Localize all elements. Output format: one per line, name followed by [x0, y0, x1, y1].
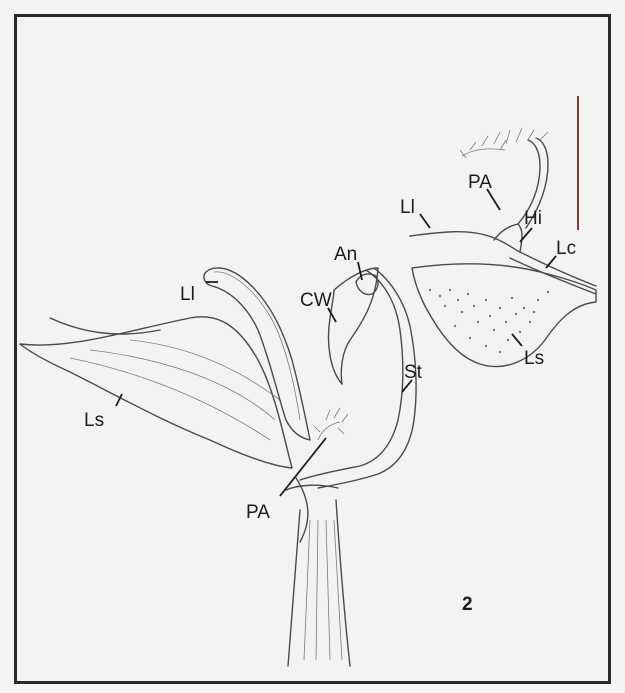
leader-Ll-inset	[420, 214, 430, 228]
label-CW: CW	[300, 290, 332, 311]
label-Lc: Lc	[556, 238, 576, 259]
label-An: An	[334, 244, 357, 265]
main-lateral-sepal-tip	[50, 318, 160, 334]
figure-number: 2	[462, 594, 473, 615]
label-Ll-inset: Ll	[400, 197, 415, 218]
main-pedicel-ribs	[304, 520, 342, 660]
label-Ls-main: Ls	[84, 410, 104, 431]
inset-lateral-sepal	[412, 264, 596, 367]
main-papillae	[314, 408, 348, 440]
label-PA-main: PA	[246, 502, 270, 523]
label-Hi: Hi	[524, 208, 542, 229]
leader-Ls-inset	[512, 334, 522, 346]
inset-stippling	[429, 289, 549, 353]
inset-hinge	[494, 224, 522, 252]
inset-lip	[410, 232, 520, 252]
inset-papillae	[460, 128, 548, 158]
label-Ls-inset: Ls	[524, 348, 544, 369]
main-lip	[204, 268, 310, 440]
main-column-wing	[329, 268, 379, 384]
main-lateral-sepal	[20, 317, 292, 468]
main-base-ring	[286, 485, 338, 490]
label-St: St	[404, 362, 423, 383]
label-Ll-main: Ll	[180, 284, 195, 305]
label-PA-inset: PA	[468, 172, 492, 193]
